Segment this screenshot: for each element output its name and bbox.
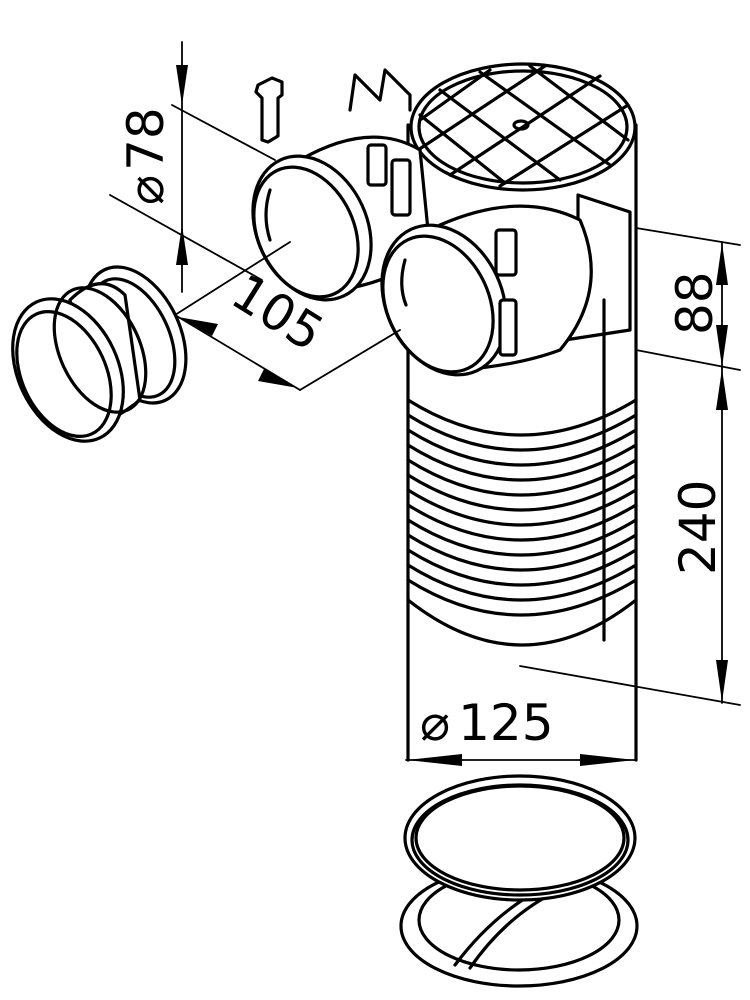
loose-clip xyxy=(254,76,284,144)
dimension-body-diameter: ⌀125 xyxy=(405,694,637,766)
outlet-clip xyxy=(494,228,518,277)
outlet-right xyxy=(380,204,593,377)
corrugation-ribs xyxy=(406,298,638,642)
adapter-ring xyxy=(11,265,188,443)
outlet-diameter-label: ⌀78 xyxy=(117,107,175,205)
body-diameter-label: ⌀125 xyxy=(420,694,554,752)
main-body xyxy=(406,62,638,762)
body-height-label: 240 xyxy=(669,480,727,575)
outlet-clip xyxy=(366,143,388,187)
bottom-ring xyxy=(399,774,639,988)
dimension-body-height: 240 xyxy=(519,367,741,706)
outlet-height-label: 88 xyxy=(666,271,724,335)
dimension-outlet-diameter: ⌀78 xyxy=(109,41,276,293)
outlet-clip xyxy=(390,158,412,217)
top-grille xyxy=(409,62,637,192)
dimension-outlet-height: 88 xyxy=(635,227,741,371)
outlet-clip xyxy=(498,298,518,357)
